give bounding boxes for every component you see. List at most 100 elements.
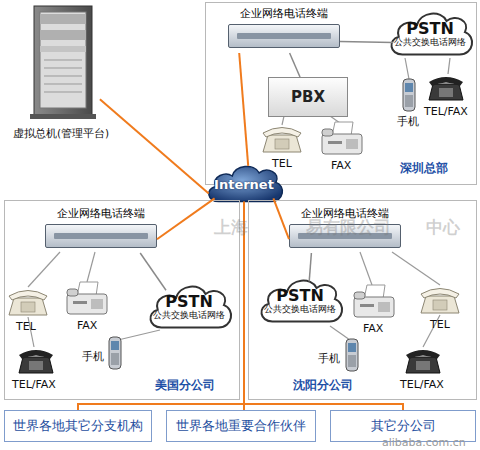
fax-machine — [354, 285, 394, 317]
pstn-cloud: PSTN公共交换电话网络 — [384, 6, 476, 62]
pbx-label: PBX — [291, 88, 325, 106]
terminal-body — [228, 24, 340, 48]
cloud-label: PSTN — [276, 287, 324, 304]
site-label: 其它分公司 — [371, 418, 436, 435]
voip-terminal: 企业网络电话终端 — [45, 207, 157, 253]
server-vent — [44, 60, 82, 61]
terminal-face — [237, 33, 331, 39]
phone-line — [140, 253, 166, 290]
wire — [87, 252, 95, 282]
cloud-label: 公共交换电话网络 — [264, 304, 336, 315]
wire — [28, 252, 60, 287]
fax-machine — [322, 122, 362, 154]
cloud-outline — [209, 166, 283, 201]
mobile-phone — [346, 339, 358, 371]
wire — [118, 330, 160, 340]
site-label: 世界各地其它分支机构 — [13, 418, 143, 435]
desk-phone — [421, 289, 459, 314]
site-label: 世界各地重要合作伙伴 — [176, 418, 306, 435]
cloud-text: PSTN公共交换电话网络 — [254, 273, 346, 329]
device-label: TEL — [16, 320, 36, 333]
cloud-outline — [261, 281, 342, 322]
watermark: 中心 — [426, 217, 460, 237]
site-box: 世界各地其它分支机构 — [4, 410, 152, 442]
server-vent — [44, 92, 82, 93]
branch-title: 深圳总部 — [400, 161, 448, 176]
cloud-outline — [150, 287, 231, 328]
terminal-body — [45, 224, 157, 248]
phone-line — [290, 53, 300, 77]
device-label: 手机 — [82, 350, 104, 363]
internet-link — [239, 53, 248, 166]
cloud-label: PSTN — [165, 293, 213, 310]
device-label: FAX — [77, 319, 97, 332]
fax-machine — [67, 282, 107, 314]
tel-fax-phone — [19, 350, 53, 373]
device-label: TEL/FAX — [400, 378, 444, 391]
device-label: 手机 — [318, 352, 340, 365]
voip-terminal: 企业网络电话终端 — [228, 7, 340, 53]
watermark: alibaba.com.cn — [382, 436, 466, 449]
server-bay — [40, 14, 86, 24]
server-body — [34, 6, 92, 116]
wire — [282, 116, 284, 125]
cloud-label: PSTN — [406, 20, 454, 37]
server-vent — [44, 68, 82, 69]
server-tower — [30, 6, 96, 119]
cloud-text: PSTN公共交换电话网络 — [384, 6, 476, 62]
mobile-phone — [109, 337, 121, 369]
server-base — [30, 114, 96, 119]
server-caption: 虚拟总机(管理平台) — [2, 126, 120, 140]
internet-link — [244, 202, 403, 410]
server-panel — [40, 12, 86, 108]
terminal-face — [54, 233, 148, 239]
desk-phone — [9, 291, 47, 316]
device-label: FAX — [363, 322, 383, 335]
server-node: 虚拟总机(管理平台) — [2, 4, 120, 140]
cloud-label: 公共交换电话网络 — [394, 37, 466, 48]
cloud-text: PSTN公共交换电话网络 — [143, 279, 235, 335]
cloud-label: Internet — [214, 177, 274, 192]
pstn-cloud: PSTN公共交换电话网络 — [143, 279, 235, 335]
phone-wires — [28, 58, 450, 347]
branch-frame: 深圳总部 企业网络电话终端 PSTN公共交换电话网络 PBX — [205, 2, 477, 185]
phone-line — [340, 41, 393, 43]
wire — [405, 58, 409, 79]
watermark: 上海 — [214, 217, 248, 237]
wire — [392, 252, 440, 285]
device-label: TEL — [272, 157, 292, 170]
device-label: TEL/FAX — [424, 105, 468, 118]
device-label: 手机 — [397, 115, 419, 128]
server-vent — [44, 84, 82, 85]
wire — [360, 252, 372, 285]
branch-frame: 美国分公司 企业网络电话终端 PSTN公共交换电话网络 — [4, 200, 240, 400]
pbx-box: PBX — [268, 77, 348, 117]
server-vent — [44, 76, 82, 77]
site-box: 世界各地重要合作伙伴 — [166, 410, 316, 442]
phone-line — [309, 253, 311, 281]
internet-link — [273, 198, 289, 239]
branch-title: 沈阳分公司 — [293, 378, 353, 393]
branch-title: 美国分公司 — [155, 378, 215, 393]
wire — [330, 326, 350, 340]
server-label: 虚拟总机(管理平台) — [2, 126, 120, 140]
server-bay — [40, 30, 86, 40]
wire — [448, 58, 450, 74]
tel-fax-phone — [429, 77, 463, 100]
internet-link — [100, 99, 209, 193]
terminal-label: 企业网络电话终端 — [228, 7, 340, 21]
device-label: TEL — [430, 318, 450, 331]
pstn-cloud: PSTN公共交换电话网络 — [254, 273, 346, 329]
desk-phone — [263, 128, 301, 153]
mobile-phone — [403, 79, 415, 111]
watermark: 易有限公司 — [306, 217, 391, 237]
terminal-label: 企业网络电话终端 — [45, 207, 157, 221]
internet-link — [157, 198, 215, 239]
tel-fax-phone — [406, 350, 440, 373]
cloud-outline — [391, 14, 472, 55]
device-label: TEL/FAX — [12, 378, 56, 391]
device-label: FAX — [331, 159, 351, 172]
server-bay — [40, 46, 86, 52]
cloud-label: 公共交换电话网络 — [153, 310, 225, 321]
